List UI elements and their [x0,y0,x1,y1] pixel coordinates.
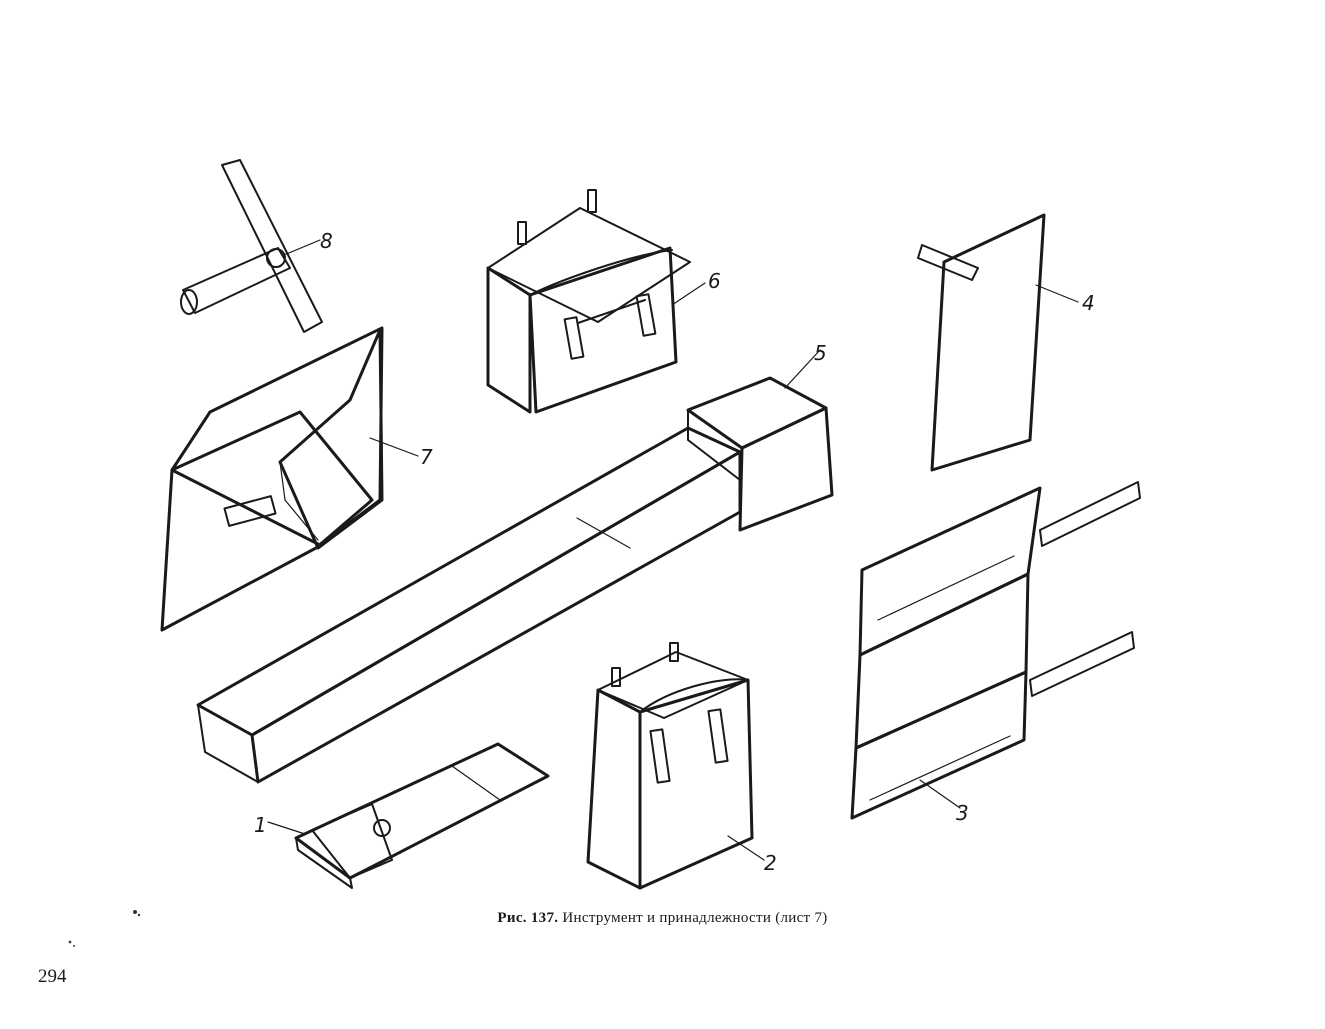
callout-3: 3 [956,801,969,825]
callout-4: 4 [1082,291,1095,315]
page-number: 294 [38,966,67,987]
figure-caption: Рис. 137. Инструмент и принадлежности (л… [0,910,1325,927]
callout-2: 2 [764,851,777,875]
caption-text: Инструмент и принадлежности (лист 7) [562,910,828,926]
roll-holder-item-3: 3 [850,481,1141,825]
callout-8: 8 [320,229,333,253]
long-box-item-5: 5 [196,341,834,784]
bag-item-2: 2 [586,642,777,890]
callout-7: 7 [420,445,433,469]
print-speckles [68,910,141,947]
bag-item-6: 6 [486,189,721,414]
caption-figure-number: Рис. 137. [497,910,559,926]
t-wrench-item-8: 8 [180,159,333,333]
case-item-7: 7 [160,326,433,632]
callout-5: 5 [814,341,827,365]
callout-1: 1 [254,813,267,837]
pouch-item-1: 1 [254,742,550,889]
callout-6: 6 [708,269,721,293]
plate-item-4: 4 [917,213,1095,472]
